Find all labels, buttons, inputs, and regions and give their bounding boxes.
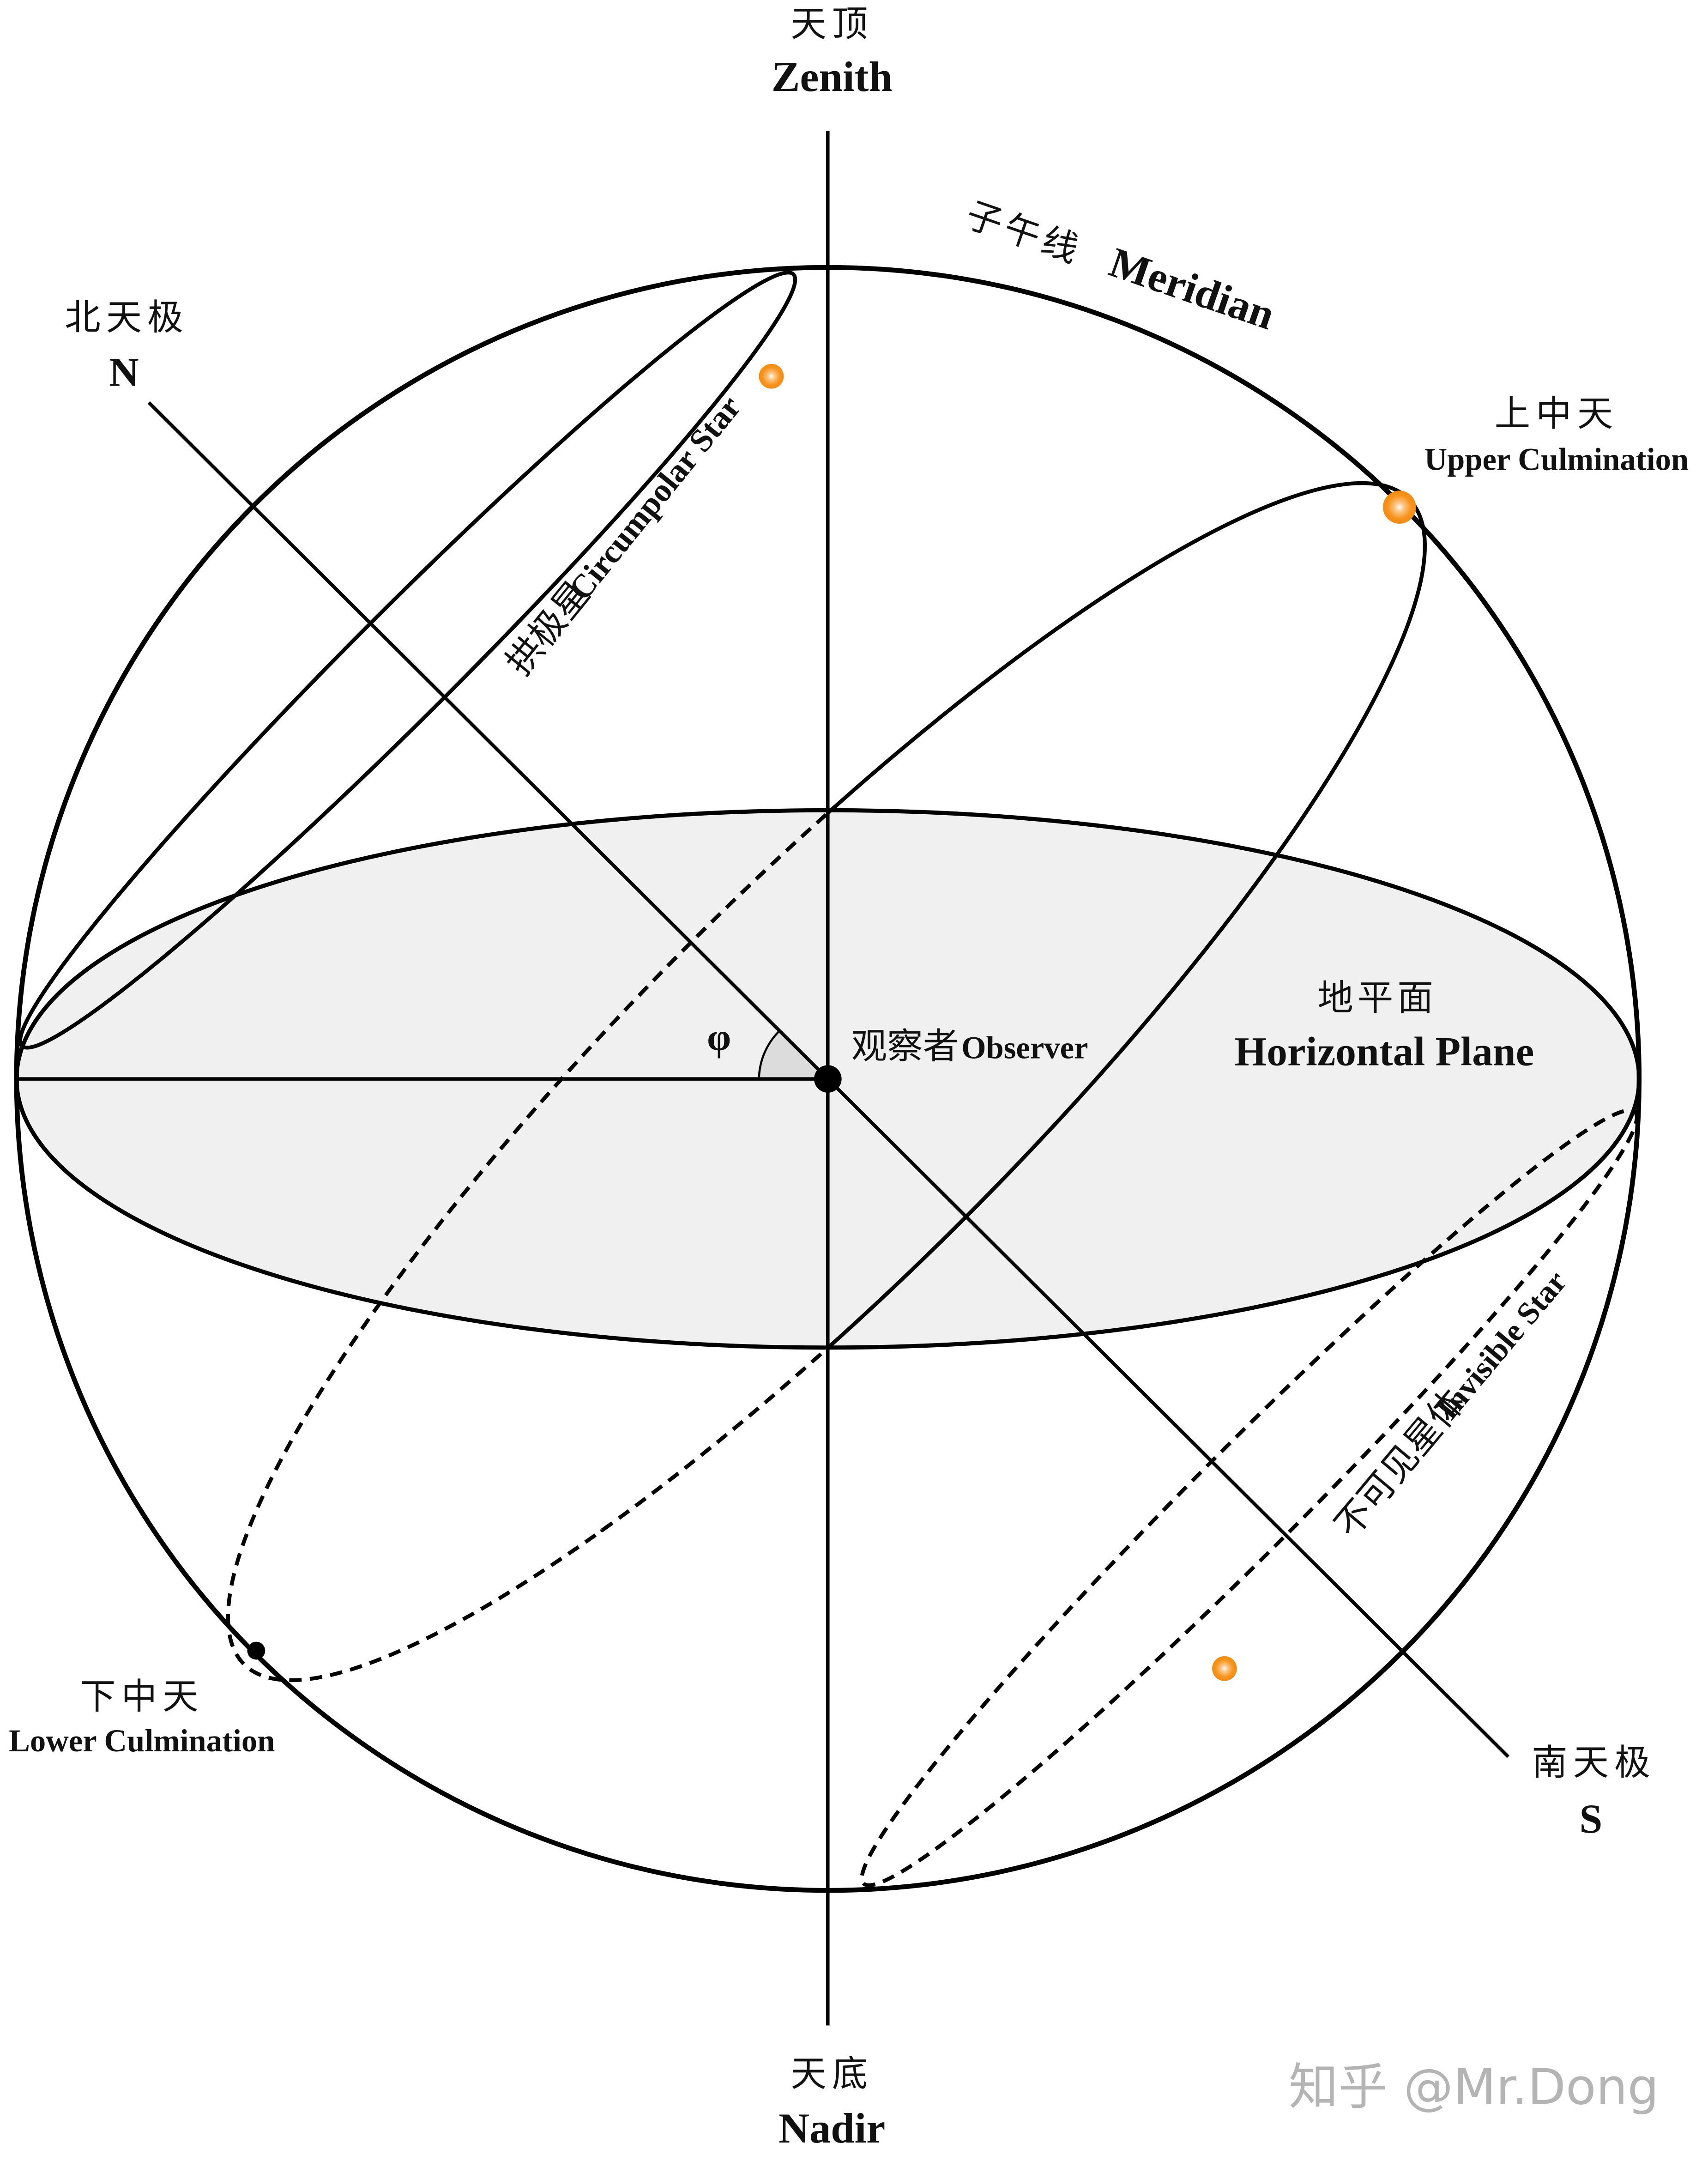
upper-culmination-label: Upper Culmination bbox=[1424, 442, 1689, 477]
observer-point bbox=[814, 1065, 842, 1093]
zenith-label-cn: 天顶 bbox=[791, 3, 873, 45]
watermark: 知乎 @Mr.Dong bbox=[1289, 2058, 1659, 2116]
observer-label-cn: 观察者 bbox=[851, 1025, 959, 1067]
north-pole-label: N bbox=[109, 350, 139, 395]
upper-culmination-label-cn: 上中天 bbox=[1495, 393, 1618, 435]
invisible-star bbox=[1212, 1656, 1237, 1681]
horizontal-plane-label-cn: 地平面 bbox=[1317, 977, 1437, 1019]
latitude-angle-wedge bbox=[758, 1029, 831, 1080]
star-path-hidden-arc-clip bbox=[226, 481, 828, 1683]
circumpolar-orbit bbox=[18, 270, 797, 1050]
south-pole-label-cn: 南天极 bbox=[1532, 1742, 1655, 1784]
lower-culmination-label-cn: 下中天 bbox=[80, 1676, 204, 1717]
lower-culmination-label: Lower Culmination bbox=[9, 1723, 275, 1758]
invisible-star-orbit bbox=[860, 1108, 1639, 1888]
nadir-label-cn: 天底 bbox=[791, 2053, 873, 2095]
meridian-label-cn: 子午线 bbox=[961, 194, 1088, 272]
circumpolar-star bbox=[759, 363, 784, 389]
upper-culmination-star bbox=[1382, 490, 1416, 524]
circumpolar-label: Circumpolar Star bbox=[561, 389, 748, 607]
latitude-angle-label: φ bbox=[707, 1016, 731, 1059]
horizontal-plane-label: Horizontal Plane bbox=[1235, 1029, 1534, 1074]
star-path-hidden-arc bbox=[226, 481, 828, 1683]
nadir-label: Nadir bbox=[779, 2105, 885, 2152]
north-pole-label-cn: 北天极 bbox=[65, 297, 188, 338]
south-pole-label: S bbox=[1580, 1796, 1603, 1842]
observer-label: Observer bbox=[961, 1030, 1088, 1065]
zenith-label: Zenith bbox=[772, 54, 893, 101]
lower-culmination-point bbox=[247, 1641, 266, 1660]
invisible-star-label: Invisible Star bbox=[1430, 1264, 1574, 1426]
